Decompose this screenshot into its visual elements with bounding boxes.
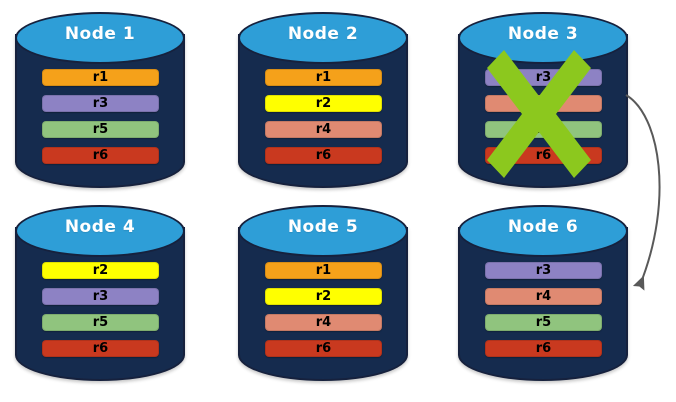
replica-bar[interactable]: r4 xyxy=(485,95,602,112)
replica-label: r5 xyxy=(535,315,552,330)
node-cylinder-2[interactable]: Node 2 r1 r2 r4 r6 xyxy=(238,12,408,188)
replica-label: r1 xyxy=(315,263,332,278)
replica-bar[interactable]: r1 xyxy=(265,69,382,86)
replica-bar[interactable]: r6 xyxy=(42,147,159,164)
replica-label: r6 xyxy=(92,148,109,163)
replica-label: r3 xyxy=(92,96,109,111)
replica-bar[interactable]: r1 xyxy=(42,69,159,86)
replica-label: r2 xyxy=(315,289,332,304)
replica-label: r4 xyxy=(535,96,552,111)
replica-label: r3 xyxy=(92,289,109,304)
replica-list-3: r3 r4 r5 r6 xyxy=(485,69,602,164)
replica-bar[interactable]: r3 xyxy=(485,262,602,279)
replica-label: r2 xyxy=(315,96,332,111)
replica-label: r1 xyxy=(92,70,109,85)
replica-label: r5 xyxy=(92,315,109,330)
replica-bar[interactable]: r2 xyxy=(265,288,382,305)
replica-bar[interactable]: r6 xyxy=(485,340,602,357)
replica-bar[interactable]: r4 xyxy=(265,314,382,331)
replica-bar[interactable]: r5 xyxy=(42,314,159,331)
replica-bar[interactable]: r2 xyxy=(42,262,159,279)
replica-label: r6 xyxy=(315,341,332,356)
node-cylinder-1[interactable]: Node 1 r1 r3 r5 r6 xyxy=(15,12,185,188)
replica-label: r6 xyxy=(92,341,109,356)
replica-label: r4 xyxy=(315,122,332,137)
replica-bar[interactable]: r5 xyxy=(485,121,602,138)
replica-list-2: r1 r2 r4 r6 xyxy=(265,69,382,164)
node-label-2: Node 2 xyxy=(287,24,359,44)
replica-bar[interactable]: r5 xyxy=(485,314,602,331)
node-label-4: Node 4 xyxy=(64,217,136,237)
replica-label: r1 xyxy=(315,70,332,85)
replica-bar[interactable]: r3 xyxy=(485,69,602,86)
node-cylinder-3[interactable]: Node 3 r3 r4 r5 r6 xyxy=(458,12,628,188)
node-cylinder-4[interactable]: Node 4 r2 r3 r5 r6 xyxy=(15,205,185,381)
replica-list-5: r1 r2 r4 r6 xyxy=(265,262,382,357)
replica-bar[interactable]: r5 xyxy=(42,121,159,138)
replica-bar[interactable]: r3 xyxy=(42,288,159,305)
replica-label: r3 xyxy=(535,70,552,85)
replica-bar[interactable]: r6 xyxy=(485,147,602,164)
replica-bar[interactable]: r2 xyxy=(265,95,382,112)
replica-bar[interactable]: r6 xyxy=(42,340,159,357)
replica-label: r6 xyxy=(315,148,332,163)
replica-bar[interactable]: r6 xyxy=(265,340,382,357)
replica-label: r2 xyxy=(92,263,109,278)
node-disk-top-4 xyxy=(15,205,185,257)
failover-arrow-path xyxy=(625,94,661,291)
replica-bar[interactable]: r1 xyxy=(265,262,382,279)
replica-label: r4 xyxy=(535,289,552,304)
replica-label: r5 xyxy=(535,122,552,137)
node-cylinder-5[interactable]: Node 5 r1 r2 r4 r6 xyxy=(238,205,408,381)
replica-bar[interactable]: r4 xyxy=(265,121,382,138)
node-label-5: Node 5 xyxy=(287,217,359,237)
node-label-1: Node 1 xyxy=(64,24,136,44)
replica-list-1: r1 r3 r5 r6 xyxy=(42,69,159,164)
replica-label: r6 xyxy=(535,148,552,163)
node-disk-top-5 xyxy=(238,205,408,257)
node-disk-top-6 xyxy=(458,205,628,257)
replica-list-6: r3 r4 r5 r6 xyxy=(485,262,602,357)
replica-label: r4 xyxy=(315,315,332,330)
node-label-3: Node 3 xyxy=(507,24,579,44)
replica-bar[interactable]: r4 xyxy=(485,288,602,305)
replica-list-4: r2 r3 r5 r6 xyxy=(42,262,159,357)
replica-bar[interactable]: r6 xyxy=(265,147,382,164)
replica-label: r3 xyxy=(535,263,552,278)
replica-label: r5 xyxy=(92,122,109,137)
replica-bar[interactable]: r3 xyxy=(42,95,159,112)
node-disk-top-2 xyxy=(238,12,408,64)
node-cylinder-6[interactable]: Node 6 r3 r4 r5 r6 xyxy=(458,205,628,381)
node-label-6: Node 6 xyxy=(507,217,579,237)
replica-label: r6 xyxy=(535,341,552,356)
node-disk-top-1 xyxy=(15,12,185,64)
